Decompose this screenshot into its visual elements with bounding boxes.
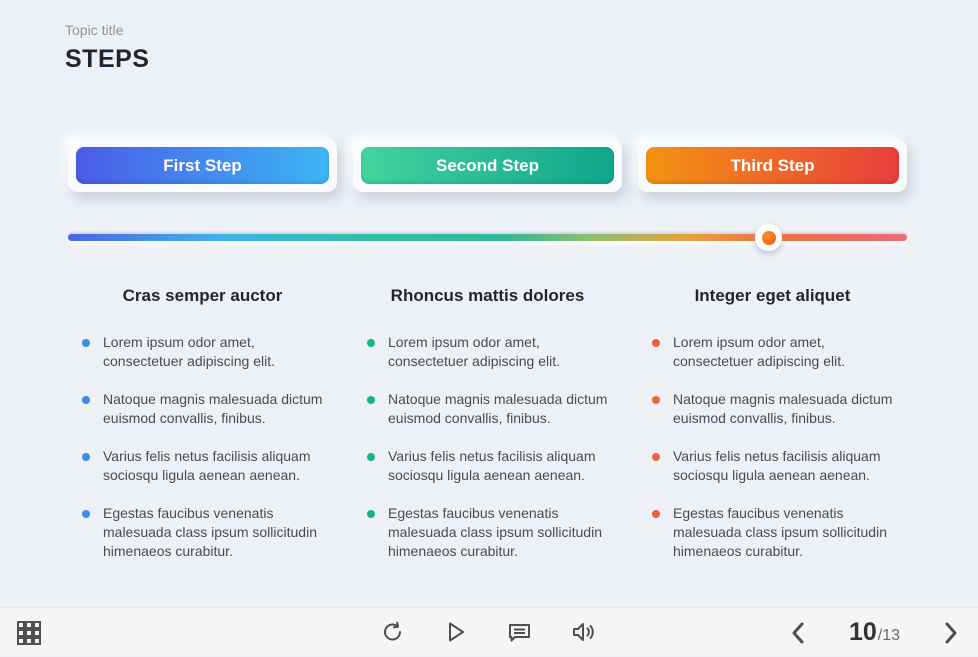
list-item: Varius felis netus facilisis aliquam soc… bbox=[652, 447, 901, 485]
step-card-third[interactable]: Third Step bbox=[638, 139, 907, 192]
menu-grid-icon bbox=[16, 620, 42, 646]
list-item: Egestas faucibus venenatis malesuada cla… bbox=[367, 504, 616, 561]
list-item: Lorem ipsum odor amet, consectetuer adip… bbox=[367, 333, 616, 371]
volume-button[interactable] bbox=[569, 618, 599, 646]
slider-knob-dot bbox=[761, 230, 776, 245]
column-heading: Integer eget aliquet bbox=[694, 286, 851, 305]
column-first-step: Cras semper auctor Lorem ipsum odor amet… bbox=[68, 286, 337, 580]
captions-icon bbox=[507, 620, 532, 644]
progress-slider-track[interactable] bbox=[68, 234, 907, 241]
column-heading: Rhoncus mattis dolores bbox=[390, 286, 585, 305]
bullet-list: Lorem ipsum odor amet, consectetuer adip… bbox=[68, 333, 337, 561]
page-current: 10 bbox=[848, 618, 877, 646]
topic-label: Topic title bbox=[65, 22, 124, 38]
player-bar-left bbox=[14, 608, 44, 657]
next-button[interactable] bbox=[938, 618, 964, 648]
list-item: Egestas faucibus venenatis malesuada cla… bbox=[652, 504, 901, 561]
third-step-button[interactable]: Third Step bbox=[646, 147, 899, 184]
volume-icon bbox=[571, 620, 597, 644]
previous-button[interactable] bbox=[785, 618, 811, 648]
list-item: Natoque magnis malesuada dictum euismod … bbox=[367, 390, 616, 428]
header: Topic title STEPS bbox=[65, 22, 149, 74]
player-bar-center bbox=[0, 608, 978, 657]
column-heading: Cras semper auctor bbox=[122, 286, 283, 305]
column-third-step: Integer eget aliquet Lorem ipsum odor am… bbox=[638, 286, 907, 580]
play-button[interactable] bbox=[442, 618, 470, 646]
list-item: Natoque magnis malesuada dictum euismod … bbox=[652, 390, 901, 428]
captions-button[interactable] bbox=[505, 618, 534, 646]
list-item: Lorem ipsum odor amet, consectetuer adip… bbox=[82, 333, 331, 371]
second-step-button[interactable]: Second Step bbox=[361, 147, 614, 184]
chevron-left-icon bbox=[787, 620, 809, 646]
player-bar-right: 10 /13 bbox=[785, 608, 964, 657]
list-item: Varius felis netus facilisis aliquam soc… bbox=[367, 447, 616, 485]
list-item: Egestas faucibus venenatis malesuada cla… bbox=[82, 504, 331, 561]
step-card-first[interactable]: First Step bbox=[68, 139, 337, 192]
list-item: Natoque magnis malesuada dictum euismod … bbox=[82, 390, 331, 428]
step-card-second[interactable]: Second Step bbox=[353, 139, 622, 192]
replay-icon bbox=[381, 620, 405, 644]
chevron-right-icon bbox=[940, 620, 962, 646]
page-counter: 10 /13 bbox=[849, 618, 900, 647]
content-columns: Cras semper auctor Lorem ipsum odor amet… bbox=[68, 286, 907, 580]
steps-row: First Step Second Step Third Step bbox=[68, 139, 907, 192]
page-total: /13 bbox=[877, 627, 900, 644]
bullet-list: Lorem ipsum odor amet, consectetuer adip… bbox=[638, 333, 907, 561]
menu-grid-button[interactable] bbox=[14, 618, 44, 648]
column-second-step: Rhoncus mattis dolores Lorem ipsum odor … bbox=[353, 286, 622, 580]
progress-slider-knob[interactable] bbox=[755, 224, 782, 251]
page-title: STEPS bbox=[65, 45, 150, 73]
first-step-button[interactable]: First Step bbox=[76, 147, 329, 184]
player-bar: 10 /13 bbox=[0, 607, 978, 656]
replay-button[interactable] bbox=[379, 618, 407, 646]
play-icon bbox=[444, 620, 468, 644]
list-item: Lorem ipsum odor amet, consectetuer adip… bbox=[652, 333, 901, 371]
list-item: Varius felis netus facilisis aliquam soc… bbox=[82, 447, 331, 485]
bullet-list: Lorem ipsum odor amet, consectetuer adip… bbox=[353, 333, 622, 561]
